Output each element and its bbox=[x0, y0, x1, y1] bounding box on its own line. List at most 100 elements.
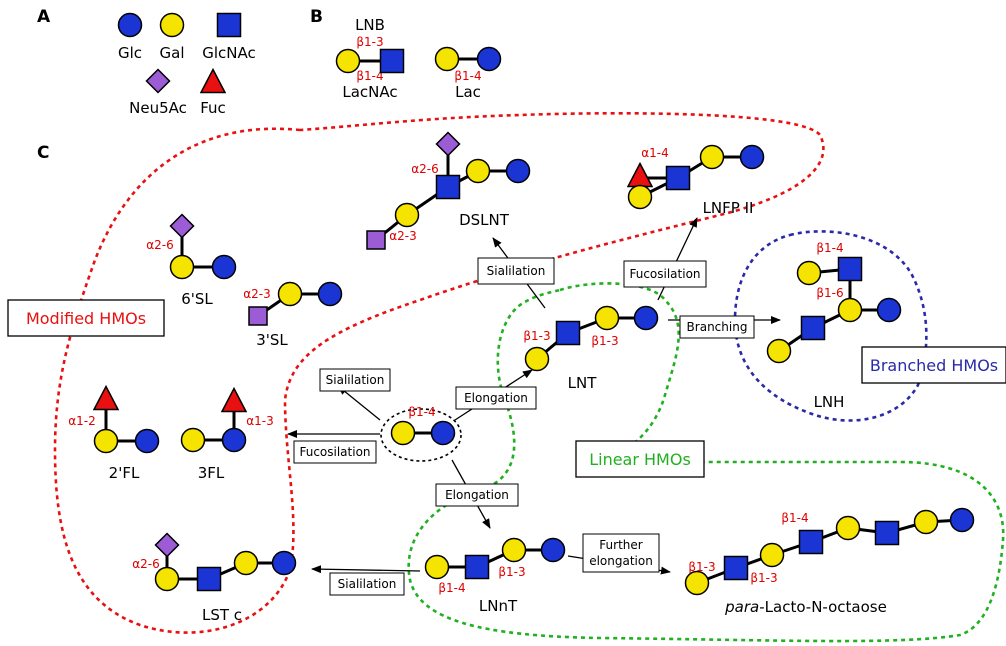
legend-neu5ac: Neu5Ac bbox=[129, 99, 187, 117]
glc-icon bbox=[271, 550, 297, 576]
reaction-branching: Branching bbox=[687, 320, 748, 334]
plno-name: para-Lacto-N-octaose bbox=[724, 598, 887, 616]
structure-lnh: β1-4 β1-6 LNH bbox=[766, 241, 902, 411]
modified-hmos-label: Modified HMOs bbox=[26, 309, 146, 328]
3sl-linkage: α2-3 bbox=[243, 287, 271, 301]
lnh-name: LNH bbox=[814, 393, 845, 411]
glc-icon bbox=[540, 537, 566, 563]
structure-6sl: α2-6 6'SL bbox=[146, 213, 237, 308]
gal-icon bbox=[233, 550, 259, 576]
gal-icon bbox=[93, 428, 119, 454]
gal-icon bbox=[277, 281, 303, 307]
gal-icon bbox=[594, 305, 620, 331]
lnt-name: LNT bbox=[568, 374, 598, 392]
reaction-sialilation-lstc: Sialilation bbox=[338, 577, 397, 591]
legend-glc: Glc bbox=[118, 44, 142, 62]
plno-linkage-3: β1-4 bbox=[781, 511, 808, 525]
lnh-linkage-2: β1-6 bbox=[816, 286, 843, 300]
fuc-icon bbox=[221, 387, 247, 413]
linear-hmos-outline bbox=[407, 282, 1005, 643]
dslnt-name: DSLNT bbox=[459, 211, 510, 229]
dslnt-linkage-a26: α2-6 bbox=[411, 162, 439, 176]
branched-hmos-label: Branched HMOs bbox=[870, 356, 998, 375]
glcnac-icon bbox=[798, 529, 824, 555]
lac-label: Lac bbox=[455, 83, 481, 101]
lnb-linkage: β1-3 bbox=[356, 35, 383, 49]
glc-icon bbox=[633, 305, 659, 331]
6sl-name: 6'SL bbox=[181, 290, 213, 308]
gal-icon bbox=[169, 254, 195, 280]
lnnt-linkage-2: β1-3 bbox=[498, 565, 525, 579]
reaction-fucosilation-fl: Fucosilation bbox=[299, 445, 370, 459]
neu5ac-icon bbox=[154, 532, 180, 558]
gal-icon bbox=[465, 158, 491, 184]
neu5ac-icon bbox=[248, 306, 268, 326]
lnt-linkage-1: β1-3 bbox=[523, 329, 550, 343]
gal-icon bbox=[627, 184, 653, 210]
fuc-icon bbox=[200, 68, 226, 94]
6sl-linkage: α2-6 bbox=[146, 238, 174, 252]
lstc-linkage: α2-6 bbox=[132, 557, 160, 571]
gal-icon bbox=[766, 338, 792, 364]
gal-icon bbox=[394, 202, 420, 228]
gal-icon bbox=[684, 570, 710, 596]
structure-lnnt: β1-4 β1-3 LNnT bbox=[424, 537, 566, 615]
structure-dslnt: α2-6 α2-3 DSLNT bbox=[366, 131, 531, 250]
glcnac-icon bbox=[555, 320, 581, 346]
structure-lnt: β1-3 β1-3 LNT bbox=[523, 305, 659, 392]
panel-a-label: A bbox=[37, 7, 51, 27]
3sl-name: 3'SL bbox=[256, 331, 288, 349]
glcnac-icon bbox=[874, 520, 900, 546]
glcnac-icon bbox=[800, 315, 826, 341]
glc-icon bbox=[317, 281, 343, 307]
lactose-core-outline bbox=[380, 408, 462, 462]
branched-hmos-outline bbox=[733, 230, 928, 422]
glc-icon bbox=[476, 46, 502, 72]
glc-icon bbox=[211, 254, 237, 280]
panel-c-label: C bbox=[37, 143, 49, 163]
neu5ac-icon bbox=[169, 213, 195, 239]
gal-icon bbox=[913, 509, 939, 535]
neu5ac-icon bbox=[366, 230, 386, 250]
gal-icon bbox=[835, 515, 861, 541]
neu5ac-icon bbox=[435, 131, 461, 157]
lac-linkage: β1-4 bbox=[454, 69, 481, 83]
neu5ac-icon bbox=[145, 68, 171, 94]
2fl-name: 2'FL bbox=[109, 464, 140, 482]
core-linkage: β1-4 bbox=[408, 405, 435, 419]
lnfp2-linkage: α1-4 bbox=[641, 146, 669, 160]
glcnac-icon bbox=[216, 12, 242, 38]
glcnac-icon bbox=[196, 566, 222, 592]
lnb-label: LNB bbox=[355, 16, 385, 34]
gal-icon bbox=[837, 297, 863, 323]
reaction-further-line1: Further bbox=[599, 538, 642, 552]
glcnac-icon bbox=[665, 165, 691, 191]
structure-2fl: α1-2 2'FL bbox=[68, 385, 160, 482]
legend-gal: Gal bbox=[160, 44, 185, 62]
plno-linkage-2: β1-3 bbox=[750, 571, 777, 585]
glcnac-icon bbox=[379, 48, 405, 74]
lactose-core: β1-4 bbox=[390, 405, 456, 446]
reaction-further-line2: elongation bbox=[589, 554, 653, 568]
lnt-linkage-2: β1-3 bbox=[591, 334, 618, 348]
fuc-icon bbox=[627, 162, 653, 188]
fuc-icon bbox=[93, 385, 119, 411]
glcnac-icon bbox=[723, 555, 749, 581]
legend-fuc: Fuc bbox=[200, 99, 226, 117]
3fl-linkage: α1-3 bbox=[246, 414, 274, 428]
plno-linkage-1: β1-3 bbox=[688, 560, 715, 574]
glc-icon bbox=[949, 507, 975, 533]
lstc-name: LST c bbox=[202, 606, 242, 624]
glcnac-icon bbox=[435, 174, 461, 200]
gal-icon bbox=[335, 48, 361, 74]
reaction-elongation-lnt: Elongation bbox=[464, 391, 528, 405]
lnnt-name: LNnT bbox=[479, 597, 518, 615]
structure-lstc: α2-6 LST c bbox=[132, 532, 297, 624]
glc-icon bbox=[134, 428, 160, 454]
glc-icon bbox=[430, 420, 456, 446]
structure-3sl: α2-3 3'SL bbox=[243, 281, 343, 349]
structure-plno: β1-3 β1-3 β1-4 para-Lacto-N-octaose bbox=[684, 507, 975, 616]
panel-b-label: B bbox=[310, 7, 323, 27]
lnnt-linkage-1: β1-4 bbox=[438, 581, 465, 595]
